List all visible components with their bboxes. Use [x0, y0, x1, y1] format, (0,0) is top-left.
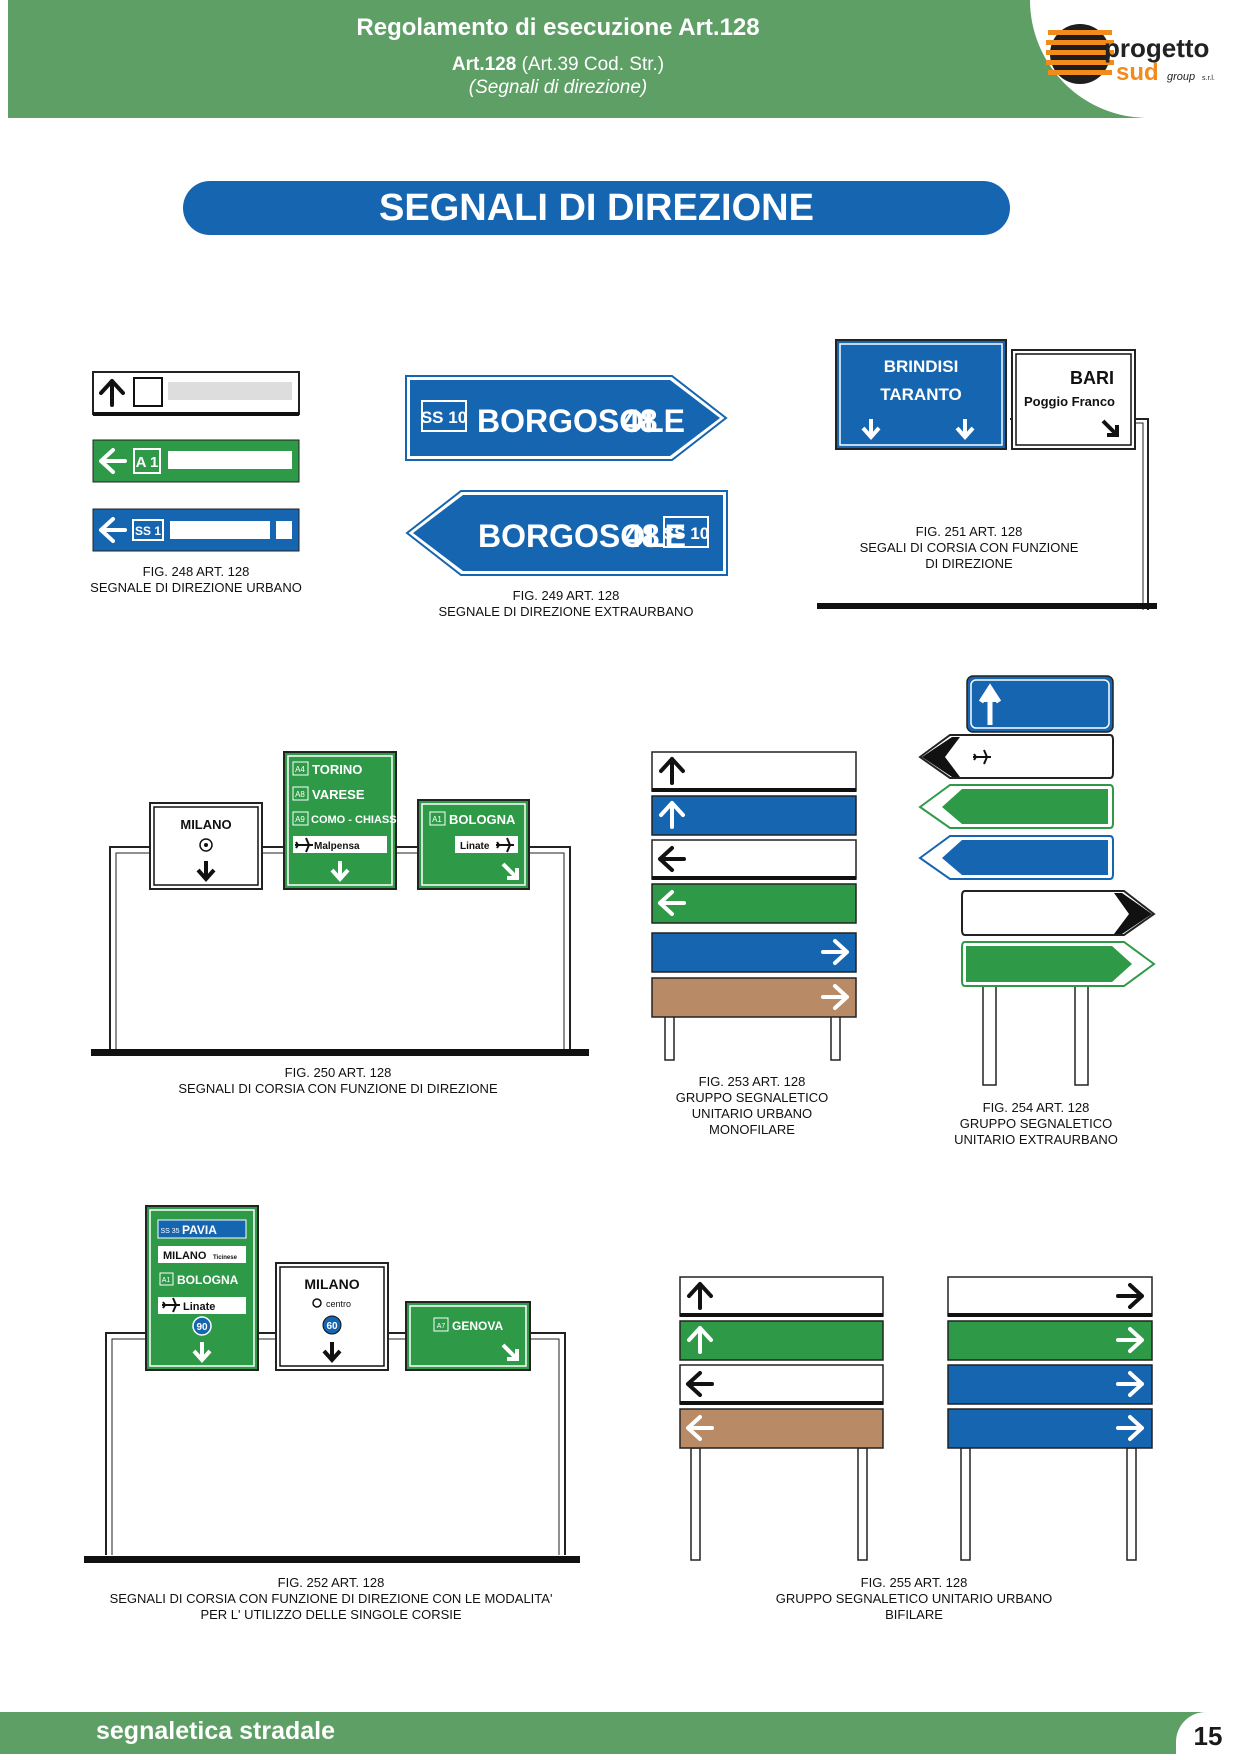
- fig255-caption-3: BIFILARE: [885, 1607, 943, 1622]
- fig252-linate: Linate: [183, 1301, 215, 1313]
- fig252-genova: GENOVA: [452, 1319, 503, 1333]
- fig249-place-label-2: BORGOSOLE: [478, 518, 686, 554]
- fig249-km-label: 48: [622, 403, 658, 439]
- fig250-caption-1: FIG. 250 ART. 128: [285, 1065, 392, 1080]
- fig254-extraurban-group: [918, 675, 1156, 1086]
- fig248-caption-2: SEGNALE DI DIREZIONE URBANO: [90, 580, 302, 595]
- fig249-caption-2: SEGNALE DI DIREZIONE EXTRAURBANO: [439, 604, 694, 619]
- fig253-caption-1: FIG. 253 ART. 128: [699, 1074, 806, 1089]
- fig254-caption-1: FIG. 254 ART. 128: [983, 1100, 1090, 1115]
- fig250-linate: Linate: [460, 841, 490, 852]
- fig255-caption-1: FIG. 255 ART. 128: [861, 1575, 968, 1590]
- fig253-urban-monofilare: [651, 751, 857, 1061]
- fig251-taranto: TARANTO: [880, 385, 962, 404]
- page-footer: segnaletica stradale 15: [0, 1712, 1240, 1754]
- fig251-lane-signs: BRINDISI TARANTO BARI Poggio Franco: [817, 339, 1157, 610]
- city-center-icon: [199, 838, 213, 852]
- fig248-urban-sign: A 1 SS 1: [92, 371, 300, 552]
- fig249-caption-1: FIG. 249 ART. 128: [513, 588, 620, 603]
- fig249-extraurban-sign: SS 10 BORGOSOLE 48 BORGOSOLE 48 SS 10: [405, 375, 728, 576]
- fig253-caption-4: MONOFILARE: [709, 1122, 795, 1137]
- fig250-torino: TORINO: [312, 762, 362, 777]
- fig254-caption-2: GRUPPO SEGNALETICO: [960, 1116, 1112, 1131]
- fig252-a7: A7: [437, 1323, 446, 1330]
- fig252-centro: centro: [326, 1299, 351, 1309]
- header-subtitle: Art.128 (Art.39 Cod. Str.): [8, 54, 1108, 76]
- railway-station-icon: [133, 377, 163, 407]
- fig250-a8: A8: [295, 790, 305, 799]
- fig250-lane-signs: MILANO A4 TORINO A8 VARESE A9 COMO - CHI…: [91, 751, 589, 1056]
- fig255-caption-2: GRUPPO SEGNALETICO UNITARIO URBANO: [776, 1591, 1052, 1606]
- fig250-bologna: BOLOGNA: [449, 812, 516, 827]
- city-center-icon: [312, 1298, 322, 1308]
- footer-text: segnaletica stradale: [96, 1717, 336, 1745]
- fig249-km-label-2: 48: [624, 518, 660, 554]
- subtitle-rest: (Art.39 Cod. Str.): [516, 54, 665, 75]
- fig252-milano: MILANO: [304, 1276, 359, 1292]
- header-subtitle2: (Segnali di direzione): [468, 77, 648, 98]
- fig252-milano-t: MILANO: [163, 1250, 207, 1262]
- fig253-caption-2: GRUPPO SEGNALETICO: [676, 1090, 828, 1105]
- fig254-caption-3: UNITARIO EXTRAURBANO: [954, 1132, 1118, 1147]
- fig252-ss: SS 35: [160, 1228, 179, 1235]
- progetto-sud-logo: progetto sud group s.r.l.: [1046, 24, 1215, 86]
- logo-word-sud: sud: [1116, 59, 1159, 86]
- fig248-ss1-label: SS 1: [135, 524, 161, 538]
- fig249-road-label-2: SS 10: [663, 524, 709, 543]
- section-banner: SEGNALI DI DIREZIONE: [183, 181, 1010, 235]
- fig253-caption-3: UNITARIO URBANO: [692, 1106, 812, 1121]
- fig250-malpensa: Malpensa: [314, 841, 360, 852]
- fig248-a1-label: A 1: [136, 454, 159, 471]
- fig250-a9: A9: [295, 815, 305, 824]
- fig252-a1: A1: [162, 1277, 171, 1284]
- logo-word-srl: s.r.l.: [1202, 75, 1215, 82]
- fig250-varese: VARESE: [312, 787, 365, 802]
- fig252-speed60: 60: [326, 1321, 338, 1332]
- fig250-a4: A4: [295, 765, 305, 774]
- logo-word-group: group: [1167, 71, 1195, 83]
- fig252-speed90: 90: [196, 1322, 208, 1333]
- fig251-bari: BARI: [1070, 368, 1114, 388]
- fig252-pavia: PAVIA: [182, 1223, 217, 1237]
- fig250-milano: MILANO: [180, 817, 231, 832]
- fig248-caption-1: FIG. 248 ART. 128: [143, 564, 250, 579]
- fig255-urban-bifilare: [679, 1276, 1153, 1561]
- fig252-caption-3: PER L' UTILIZZO DELLE SINGOLE CORSIE: [200, 1607, 461, 1622]
- fig249-road-label: SS 10: [421, 408, 467, 427]
- fig249-place-label: BORGOSOLE: [477, 403, 685, 439]
- fig251-poggio: Poggio Franco: [1024, 394, 1115, 409]
- logo-area: progetto sud group s.r.l.: [1030, 0, 1240, 118]
- header-title: Regolamento di esecuzione Art.128: [356, 14, 760, 41]
- fig252-bologna: BOLOGNA: [177, 1273, 239, 1287]
- fig252-caption-1: FIG. 252 ART. 128: [278, 1575, 385, 1590]
- page-number: 15: [1176, 1712, 1240, 1754]
- fig252-lane-signs-modal: SS 35 PAVIA MILANO Ticinese A1 BOLOGNA L…: [84, 1205, 580, 1563]
- fig251-caption-3: DI DIREZIONE: [925, 556, 1013, 571]
- subtitle-bold: Art.128: [451, 54, 517, 75]
- fig250-a1: A1: [432, 815, 442, 824]
- fig251-brindisi: BRINDISI: [884, 357, 959, 376]
- fig250-caption-2: SEGNALI DI CORSIA CON FUNZIONE DI DIREZI…: [178, 1081, 498, 1096]
- logo-globe-icon: [1046, 24, 1114, 84]
- fig252-caption-2: SEGNALI DI CORSIA CON FUNZIONE DI DIREZI…: [110, 1591, 553, 1606]
- fig250-como: COMO - CHIASSO: [311, 814, 406, 826]
- logo-word-progetto: progetto: [1104, 33, 1209, 63]
- fig251-caption-1: FIG. 251 ART. 128: [916, 524, 1023, 539]
- fig251-caption-2: SEGALI DI CORSIA CON FUNZIONE: [860, 540, 1079, 555]
- fig252-ticinese: Ticinese: [213, 1255, 238, 1261]
